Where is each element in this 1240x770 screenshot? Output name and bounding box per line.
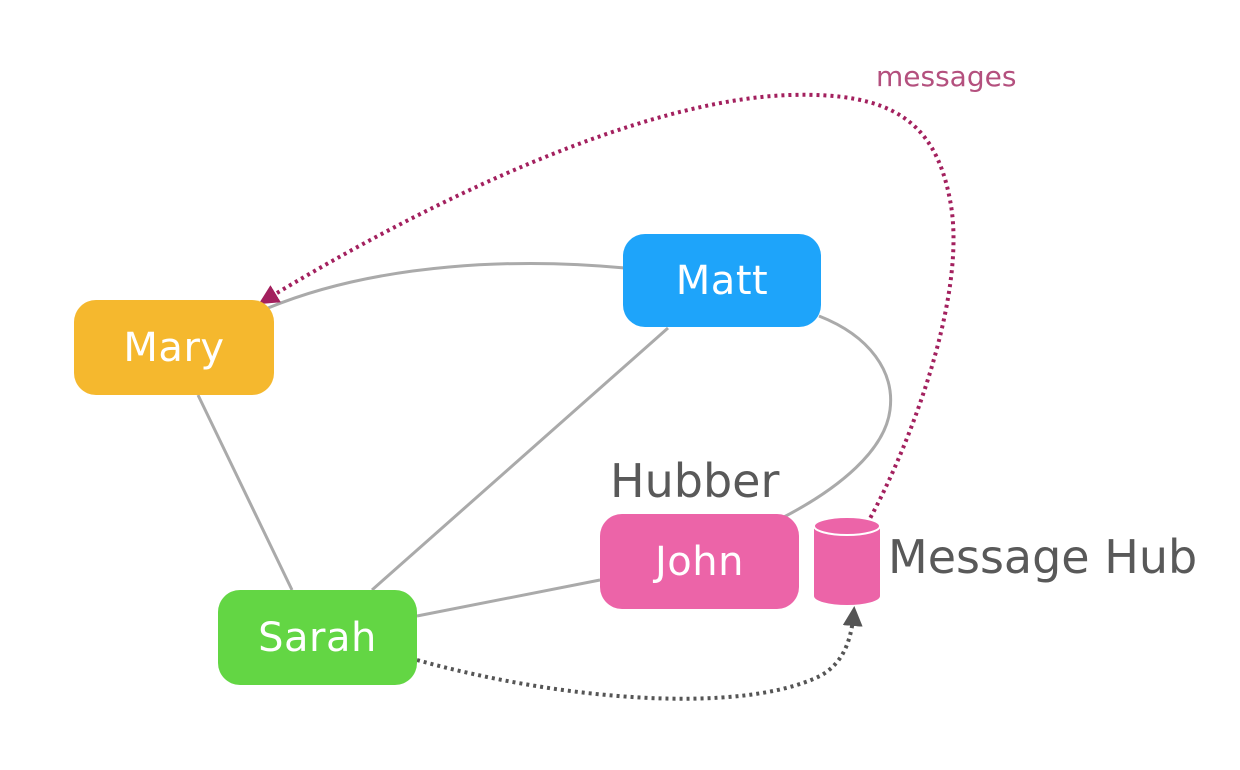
message-hub-label: Message Hub xyxy=(888,530,1198,584)
node-mary[interactable]: Mary xyxy=(74,300,274,395)
connection-mary-sarah xyxy=(196,394,294,591)
node-matt-label: Matt xyxy=(675,257,769,304)
messages-flow-label: messages xyxy=(876,60,1017,93)
connection-matt-john xyxy=(781,314,893,520)
message-flow-hub-to-mary xyxy=(258,92,956,538)
connection-sarah-john xyxy=(416,578,601,618)
connection-mary-matt xyxy=(267,262,626,310)
node-sarah[interactable]: Sarah xyxy=(218,590,417,685)
database-cylinder-icon xyxy=(813,516,881,605)
hubber-label: Hubber xyxy=(610,454,780,508)
node-sarah-label: Sarah xyxy=(258,614,377,661)
connection-sarah-matt xyxy=(371,326,669,592)
node-mary-label: Mary xyxy=(123,324,225,371)
node-john[interactable]: John xyxy=(600,514,799,609)
message-flow-sarah-to-hub xyxy=(416,606,863,701)
node-john-label: John xyxy=(655,538,744,585)
node-matt[interactable]: Matt xyxy=(623,234,821,327)
